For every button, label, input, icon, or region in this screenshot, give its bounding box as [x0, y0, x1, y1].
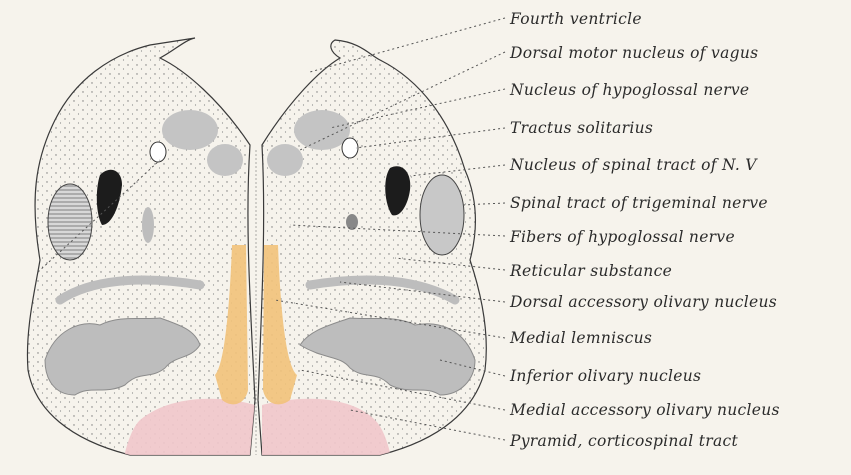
- left-half: [27, 38, 255, 475]
- label-nucleus-of-spinal-tract-n-v: Nucleus of spinal tract of N. V: [509, 156, 758, 174]
- label-pyramid-corticospinal-tract: Pyramid, corticospinal tract: [509, 432, 738, 450]
- label-tractus-solitarius: Tractus solitarius: [510, 119, 653, 137]
- right-tractus-solitarius: [342, 138, 358, 158]
- left-hypoglossal-nucleus: [162, 110, 218, 150]
- left-spinal-tract-trigeminal: [48, 184, 92, 260]
- label-dorsal-accessory-olivary-nucleus: Dorsal accessory olivary nucleus: [509, 293, 777, 311]
- right-dorsal-motor-nucleus: [267, 144, 303, 176]
- right-half: [258, 40, 486, 475]
- label-inferior-olivary-nucleus: Inferior olivary nucleus: [509, 367, 701, 385]
- label-fourth-ventricle: Fourth ventricle: [509, 10, 642, 28]
- label-dorsal-motor-nucleus-of-vagus: Dorsal motor nucleus of vagus: [509, 44, 758, 62]
- labels: Fourth ventricle Dorsal motor nucleus of…: [509, 10, 780, 450]
- label-fibers-of-hypoglossal-nerve: Fibers of hypoglossal nerve: [509, 228, 735, 246]
- label-reticular-substance: Reticular substance: [509, 262, 672, 280]
- left-dorsal-motor-nucleus: [207, 144, 243, 176]
- left-tractus-solitarius: [150, 142, 166, 162]
- right-reticular-small-nucleus: [346, 214, 358, 230]
- label-medial-lemniscus: Medial lemniscus: [509, 329, 652, 347]
- right-spinal-tract-trigeminal: [420, 175, 464, 255]
- label-nucleus-of-hypoglossal-nerve: Nucleus of hypoglossal nerve: [509, 81, 749, 99]
- left-dorsal-accessory-olive: [142, 207, 154, 243]
- label-medial-accessory-olivary-nucleus: Medial accessory olivary nucleus: [509, 401, 780, 419]
- label-spinal-tract-of-trigeminal-nerve: Spinal tract of trigeminal nerve: [510, 194, 768, 212]
